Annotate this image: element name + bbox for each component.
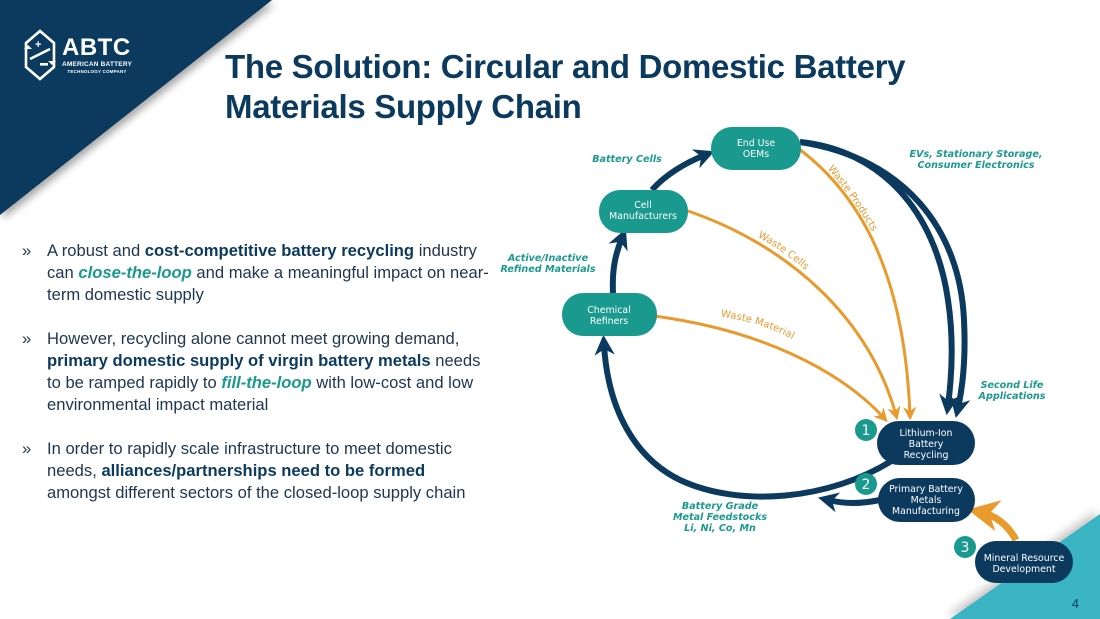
- arrow-refiners-to-cells: [608, 228, 628, 294]
- node-chemical-refiners: Chemical Refiners: [562, 293, 657, 336]
- bullet-marker: »: [22, 241, 32, 260]
- step-badge-1: 1: [855, 419, 877, 441]
- svg-text:Recycling: Recycling: [904, 450, 949, 461]
- bullet-text: amongst different sectors of the closed-…: [47, 483, 466, 502]
- svg-text:Development: Development: [992, 564, 1055, 575]
- battery-logo-icon: +: [24, 29, 56, 81]
- svg-text:Battery: Battery: [909, 439, 944, 450]
- svg-text:Chemical: Chemical: [587, 305, 631, 316]
- node-end-use-oems: End Use OEMs: [711, 127, 801, 170]
- label-active-line2: Refined Materials: [500, 264, 595, 275]
- svg-text:Cell: Cell: [634, 200, 652, 211]
- label-second-life-line1: Second Life: [981, 380, 1044, 391]
- bullet-item: » A robust and cost-competitive battery …: [22, 240, 492, 306]
- svg-text:Primary Battery: Primary Battery: [889, 484, 963, 495]
- arrow-oems-to-recycling-b: [799, 139, 971, 418]
- node-primary-metals-manufacturing: Primary Battery Metals Manufacturing: [878, 478, 975, 522]
- label-waste-cells: Waste Cells: [756, 230, 811, 273]
- bullet-bold-text: primary domestic supply of virgin batter…: [47, 351, 431, 370]
- bullet-marker: »: [22, 329, 32, 348]
- arrow-waste-material: [653, 314, 888, 422]
- label-evs-line2: Consumer Electronics: [917, 160, 1034, 171]
- label-waste-products: Waste Products: [825, 163, 879, 233]
- company-logo: + ABTC AMERICAN BATTERY TECHNOLOGY COMPA…: [24, 29, 132, 81]
- label-second-life-line2: Applications: [978, 391, 1046, 402]
- bullet-bold-text: alliances/partnerships need to be formed: [101, 461, 426, 480]
- bullet-text: industry can: [47, 241, 477, 282]
- svg-text:2: 2: [862, 477, 871, 493]
- svg-text:Lithium-Ion: Lithium-Ion: [900, 428, 953, 439]
- arrow-waste-products: [794, 144, 917, 421]
- bullet-text: with low-cost and low environmental impa…: [47, 373, 474, 414]
- arrow-cells-to-oems: [649, 149, 715, 193]
- bullet-item: » However, recycling alone cannot meet g…: [22, 328, 492, 416]
- node-cell-manufacturers: Cell Manufacturers: [599, 190, 688, 233]
- label-waste-material: Waste Material: [720, 309, 796, 342]
- svg-text:Mineral Resource: Mineral Resource: [984, 553, 1065, 564]
- bullet-text: However, recycling alone cannot meet gro…: [47, 329, 460, 348]
- label-feedstocks-line3: Li, Ni, Co, Mn: [684, 523, 756, 534]
- svg-text:1: 1: [862, 423, 871, 439]
- bullet-emphasis-text: close-the-loop: [78, 263, 192, 282]
- label-feedstocks-line1: Battery Grade: [682, 501, 759, 512]
- step-badge-2: 2: [855, 473, 877, 495]
- step-badge-3: 3: [954, 536, 976, 558]
- bullet-text: needs to be ramped rapidly to: [47, 351, 481, 392]
- arrow-mineral-to-primary: [967, 500, 1020, 542]
- bullet-marker: »: [22, 439, 32, 458]
- logo-company-subtitle: TECHNOLOGY COMPANY: [67, 68, 127, 74]
- label-evs-line1: EVs, Stationary Storage,: [909, 149, 1042, 160]
- bullet-item: » In order to rapidly scale infrastructu…: [22, 438, 492, 504]
- slide-title: The Solution: Circular and Domestic Batt…: [225, 48, 906, 125]
- bullet-bold-text: cost-competitive battery recycling: [144, 241, 415, 260]
- page-number: 4: [1071, 596, 1079, 611]
- arrow-waste-cells: [684, 208, 901, 421]
- svg-text:3: 3: [961, 540, 970, 556]
- svg-text:Metals: Metals: [911, 495, 942, 506]
- label-battery-cells: Battery Cells: [592, 154, 662, 165]
- logo-company-name: AMERICAN BATTERY: [62, 61, 133, 68]
- node-lithium-ion-recycling: Lithium-Ion Battery Recycling: [877, 421, 975, 465]
- svg-text:Manufacturers: Manufacturers: [609, 211, 677, 222]
- bullet-text: In order to rapidly scale infrastructure…: [47, 439, 452, 480]
- label-active-line1: Active/Inactive: [507, 253, 589, 264]
- bullet-text: A robust and: [47, 241, 145, 260]
- label-feedstocks-line2: Metal Feedstocks: [673, 512, 767, 523]
- node-mineral-resource-development: Mineral Resource Development: [975, 541, 1073, 583]
- arrow-primary-to-feedstocks: [818, 492, 881, 513]
- bullet-list: » A robust and cost-competitive battery …: [22, 240, 492, 526]
- svg-text:Refiners: Refiners: [590, 316, 628, 327]
- logo-abbreviation: ABTC: [62, 34, 131, 61]
- svg-text:OEMs: OEMs: [743, 149, 769, 160]
- svg-text:+: +: [35, 39, 41, 51]
- svg-text:End Use: End Use: [737, 138, 776, 149]
- svg-text:Manufacturing: Manufacturing: [892, 506, 960, 517]
- bullet-emphasis-text: fill-the-loop: [221, 373, 312, 392]
- arrow-recycling-to-refiners: [594, 334, 895, 500]
- bullet-text: and make a meaningful impact on near-ter…: [47, 263, 489, 304]
